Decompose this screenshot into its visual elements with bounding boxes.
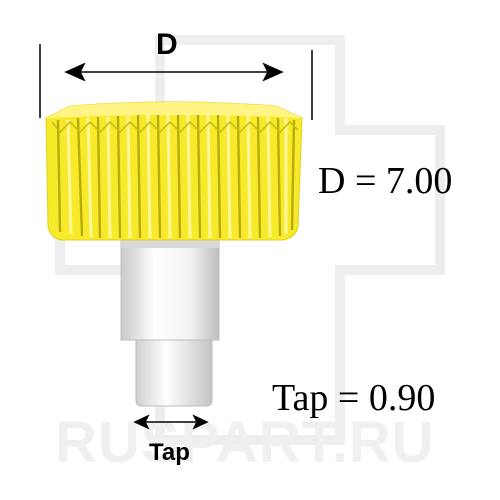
crown-tube-tip <box>135 339 213 407</box>
dimension-tap <box>133 414 209 430</box>
measurement-tap: Tap = 0.90 <box>272 377 435 419</box>
crown-head <box>45 101 303 241</box>
measurement-d: D = 7.00 <box>318 160 452 202</box>
stem-collar <box>121 240 219 248</box>
crown-stem <box>120 239 220 341</box>
dimension-d <box>39 44 313 120</box>
dimension-d-label: D <box>156 28 178 61</box>
watermark-text: RUSPART.RU <box>55 410 435 475</box>
dimension-tap-label: Tap <box>149 439 190 466</box>
